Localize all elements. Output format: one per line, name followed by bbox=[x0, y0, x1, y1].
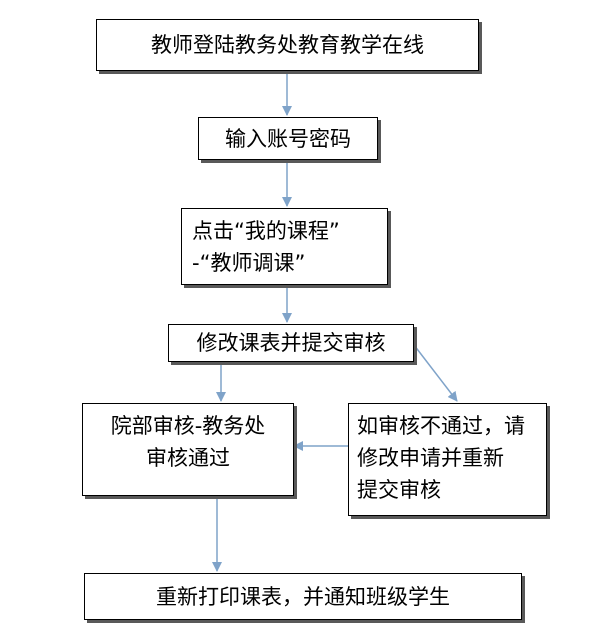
step-enter-credentials: 输入账号密码 bbox=[198, 117, 378, 160]
step-department-approval-line2: 审核通过 bbox=[146, 446, 230, 470]
step-reprint-timetable: 重新打印课表，并通知班级学生 bbox=[84, 573, 522, 620]
step-department-approval: 院部审核-教务处 审核通过 bbox=[82, 403, 294, 496]
step-modify-timetable: 修改课表并提交审核 bbox=[168, 324, 414, 362]
step-click-my-courses-line2: -“教师调课” bbox=[192, 251, 306, 275]
step-resubmit-if-rejected-line1: 如审核不通过，请 bbox=[357, 414, 525, 438]
step-enter-credentials-label: 输入账号密码 bbox=[225, 126, 351, 151]
step-teacher-login-label: 教师登陆教务处教育教学在线 bbox=[151, 33, 424, 57]
step-click-my-courses: 点击“我的课程” -“教师调课” bbox=[181, 208, 388, 285]
step-reprint-timetable-label: 重新打印课表，并通知班级学生 bbox=[156, 584, 450, 609]
step-resubmit-if-rejected-line2: 修改申请并重新 bbox=[357, 446, 504, 470]
step-click-my-courses-line1: 点击“我的课程” bbox=[192, 219, 340, 243]
step-resubmit-if-rejected-line3: 提交审核 bbox=[357, 478, 441, 502]
step-modify-timetable-label: 修改课表并提交审核 bbox=[196, 331, 386, 355]
step-teacher-login: 教师登陆教务处教育教学在线 bbox=[96, 19, 479, 71]
step-resubmit-if-rejected: 如审核不通过，请 修改申请并重新 提交审核 bbox=[348, 403, 547, 516]
arrow-step4-to-step6 bbox=[413, 344, 458, 402]
step-department-approval-line1: 院部审核-教务处 bbox=[110, 414, 266, 438]
